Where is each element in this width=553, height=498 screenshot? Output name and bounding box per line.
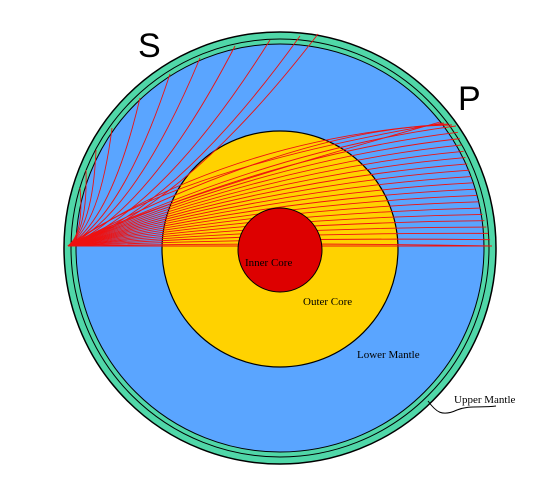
s-ray (67, 127, 113, 247)
s-ray (67, 149, 97, 247)
p-ray (67, 131, 458, 247)
p-ray (67, 169, 470, 247)
outer-core-label: Outer Core (303, 296, 352, 308)
p-ray (67, 163, 468, 247)
lower-mantle-label: Lower Mantle (357, 349, 420, 361)
upper-mantle-leader-line (427, 400, 497, 414)
crust-inner-line (70, 38, 490, 458)
upper-mantle-label: Upper Mantle (454, 394, 516, 406)
p-ray (67, 124, 453, 247)
p-ray (67, 176, 472, 247)
p-ray (67, 144, 462, 247)
p-ray (67, 150, 464, 247)
inner-core-region (237, 207, 323, 293)
inner-core-label: Inner Core (245, 257, 292, 269)
s-ray (67, 57, 201, 247)
p-ray (67, 182, 474, 247)
p-ray (67, 138, 460, 247)
p-wave-label: P (458, 80, 481, 118)
s-wave-label: S (138, 27, 161, 65)
p-ray (67, 157, 466, 247)
s-ray (67, 97, 141, 247)
